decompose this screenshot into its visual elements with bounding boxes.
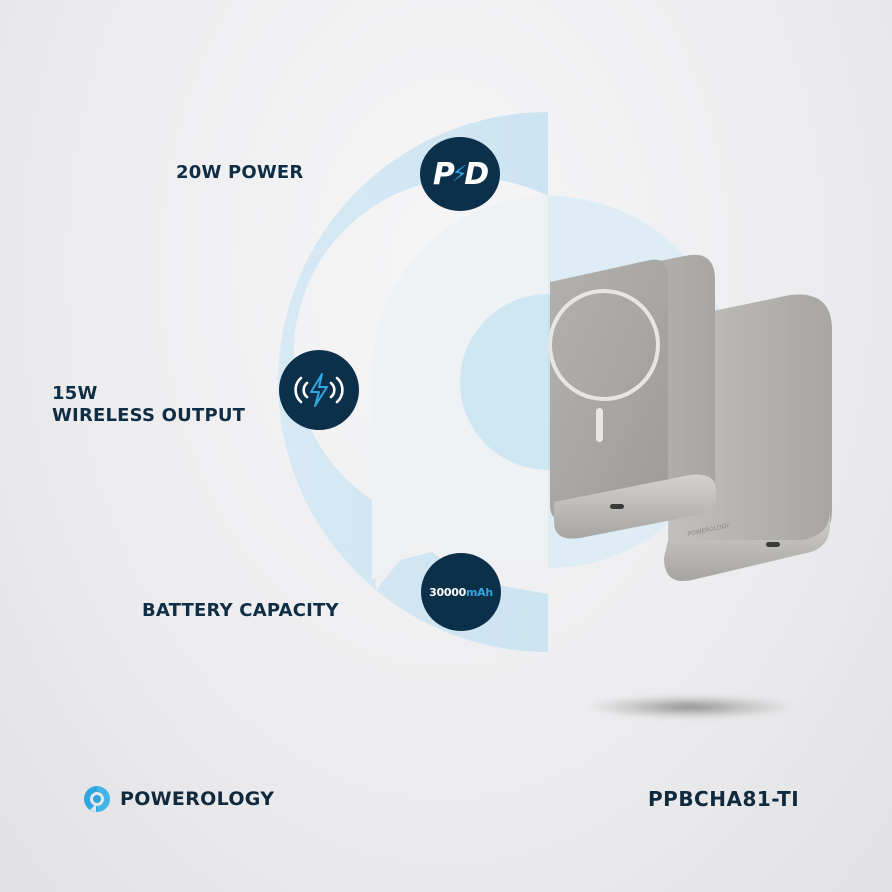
- pd-icon: P⚡D: [432, 156, 489, 192]
- capacity-value: 30000: [429, 585, 466, 599]
- feature-label-power: 20W POWER: [176, 162, 304, 183]
- power-bank-front: [548, 254, 716, 539]
- feature-label-wireless: 15W WIRELESS OUTPUT: [52, 383, 245, 427]
- capacity-icon: 30000mAh: [429, 586, 493, 599]
- feature-label-wireless-line2: WIRELESS OUTPUT: [52, 405, 246, 426]
- brand-logo: POWEROLOGY: [82, 784, 274, 814]
- wireless-charging-icon: [294, 373, 344, 407]
- feature-label-capacity: BATTERY CAPACITY: [142, 600, 339, 621]
- brand-name: POWEROLOGY: [120, 788, 275, 810]
- feature-label-wireless-line1: 15W: [52, 383, 98, 404]
- product-shadow: [590, 696, 790, 718]
- pd-badge: P⚡D: [420, 137, 500, 211]
- power-bank-product-image: POWEROLOGY: [548, 254, 832, 582]
- model-number: PPBCHA81-TI: [648, 787, 800, 811]
- powerology-logo-icon: [84, 786, 110, 812]
- capacity-unit: mAh: [465, 585, 493, 599]
- wireless-badge: [279, 350, 359, 430]
- capacity-badge: 30000mAh: [421, 553, 501, 631]
